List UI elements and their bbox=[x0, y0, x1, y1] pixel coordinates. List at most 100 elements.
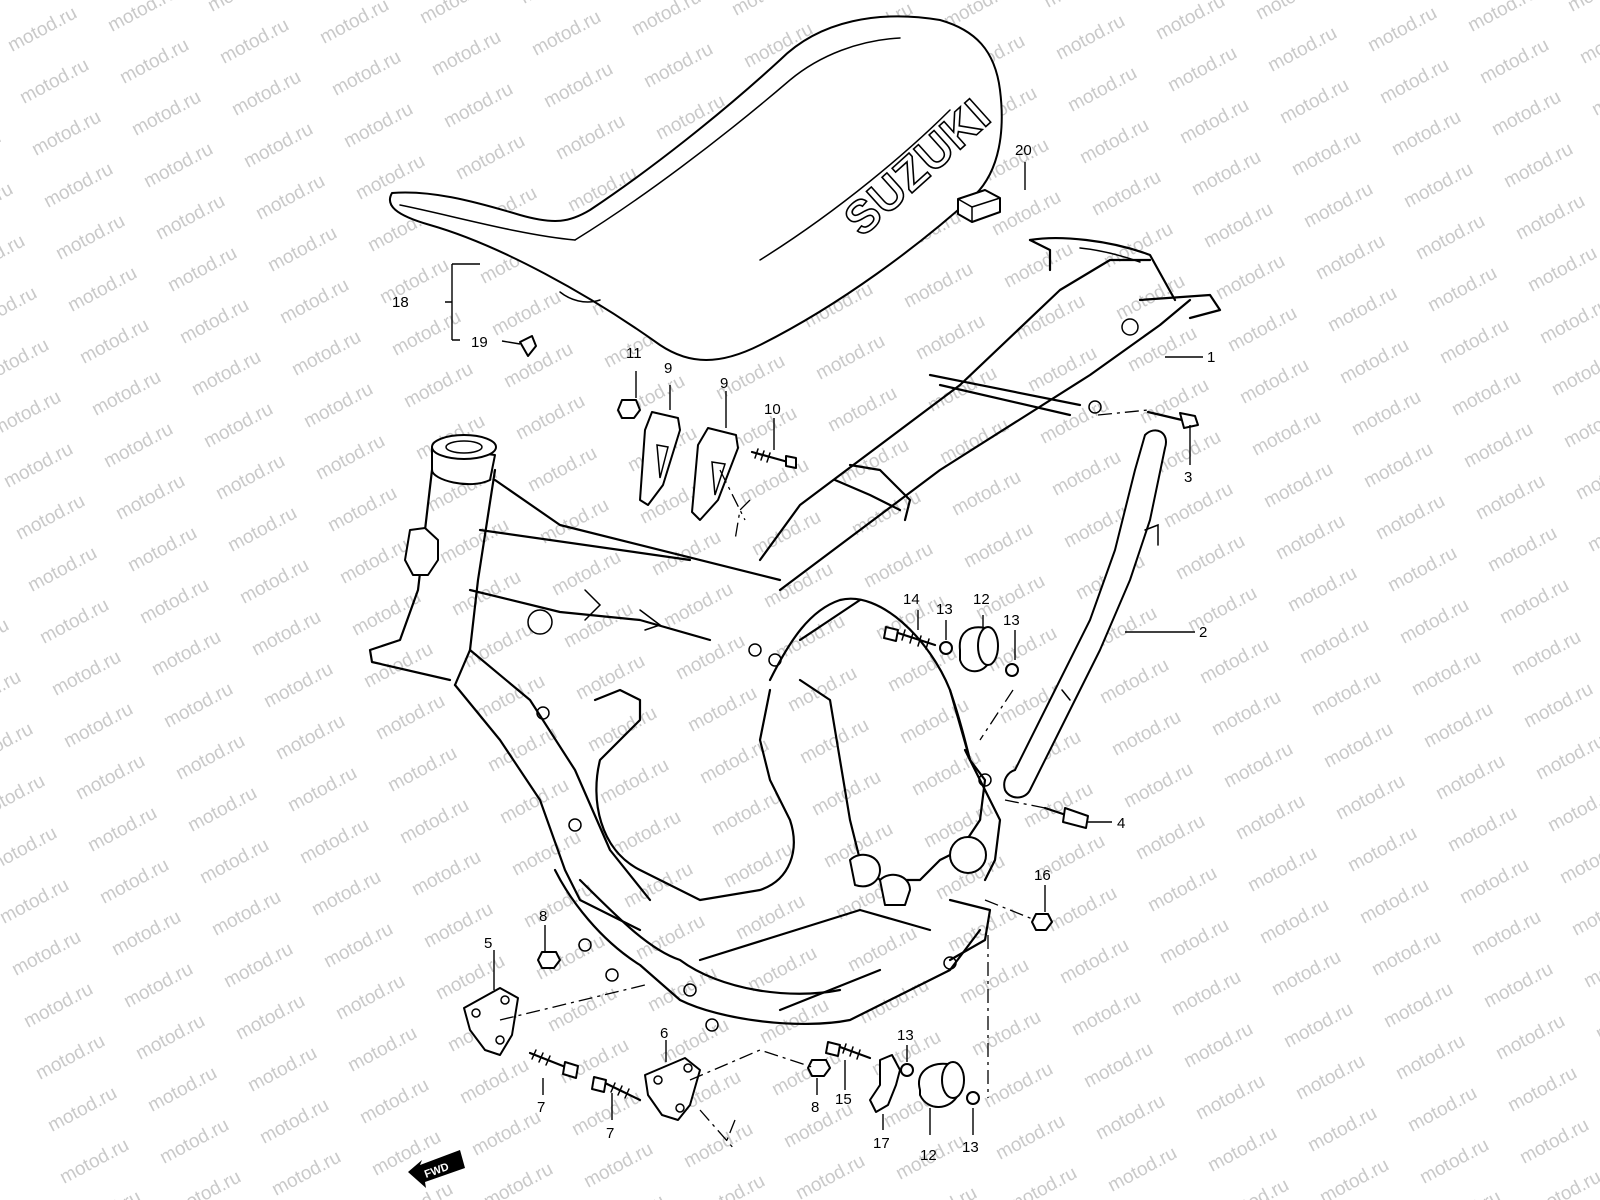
watermark-text: motod.ru bbox=[708, 787, 784, 841]
watermark-text: motod.ru bbox=[1132, 811, 1208, 865]
watermark-text: motod.ru bbox=[1576, 15, 1600, 69]
watermark-text: motod.ru bbox=[120, 959, 196, 1013]
watermark-text: motod.ru bbox=[1200, 199, 1276, 253]
watermark-text: motod.ru bbox=[1120, 759, 1196, 813]
watermark-text: motod.ru bbox=[1560, 399, 1600, 453]
watermark-text: motod.ru bbox=[408, 847, 484, 901]
watermark-text: motod.ru bbox=[1492, 1011, 1568, 1065]
watermark-text: motod.ru bbox=[1224, 303, 1300, 357]
watermark-text: motod.ru bbox=[956, 955, 1032, 1009]
watermark-text: motod.ru bbox=[812, 331, 888, 385]
watermark-text: motod.ru bbox=[1432, 751, 1508, 805]
watermark-text: motod.ru bbox=[1152, 0, 1228, 44]
watermark-text: motod.ru bbox=[212, 451, 288, 505]
watermark-text: motod.ru bbox=[0, 615, 13, 669]
leader-lines bbox=[445, 162, 1203, 1135]
watermark-text: motod.ru bbox=[28, 107, 104, 161]
bolt-7-left bbox=[528, 1049, 579, 1079]
watermark-text: motod.ru bbox=[1512, 191, 1588, 245]
watermark-text: motod.ru bbox=[672, 631, 748, 685]
engine-mount-plate-6 bbox=[644, 1057, 701, 1121]
rubber-damper-12-lower bbox=[918, 1061, 965, 1108]
watermark-text: motod.ru bbox=[1068, 987, 1144, 1041]
watermark-text: motod.ru bbox=[1244, 843, 1320, 897]
watermark-text: motod.ru bbox=[988, 187, 1064, 241]
watermark-text: motod.ru bbox=[208, 887, 284, 941]
watermark-text: motod.ru bbox=[260, 659, 336, 713]
callout-19: 19 bbox=[471, 334, 488, 351]
watermark-text: motod.ru bbox=[308, 867, 384, 921]
watermark-text: motod.ru bbox=[32, 1031, 108, 1085]
watermark-text: motod.ru bbox=[204, 0, 280, 16]
watermark-text: motod.ru bbox=[736, 455, 812, 509]
watermark-text: motod.ru bbox=[1308, 667, 1384, 721]
watermark-text: motod.ru bbox=[1592, 991, 1600, 1045]
callout-13-lower-b: 13 bbox=[962, 1139, 979, 1156]
watermark-text: motod.ru bbox=[748, 507, 824, 561]
watermark-text: motod.ru bbox=[360, 639, 436, 693]
watermark-text: motod.ru bbox=[1488, 87, 1564, 141]
watermark-text: motod.ru bbox=[4, 3, 80, 57]
watermark-text: motod.ru bbox=[1268, 947, 1344, 1001]
watermark-text: motod.ru bbox=[640, 39, 716, 93]
watermark-text: motod.ru bbox=[1232, 791, 1308, 845]
watermark-text: motod.ru bbox=[1208, 687, 1284, 741]
watermark-text: motod.ru bbox=[172, 731, 248, 785]
watermark-text: motod.ru bbox=[1220, 739, 1296, 793]
callout-13-upper-a: 13 bbox=[936, 601, 953, 618]
watermark-text: motod.ru bbox=[176, 295, 252, 349]
watermark-text: motod.ru bbox=[1092, 1091, 1168, 1145]
watermark-text: motod.ru bbox=[680, 1119, 756, 1173]
watermark-text: motod.ru bbox=[1324, 283, 1400, 337]
watermark-text: motod.ru bbox=[68, 1187, 144, 1200]
watermark-text: motod.ru bbox=[452, 131, 528, 185]
watermark-text: motod.ru bbox=[356, 1075, 432, 1129]
callout-9-left: 9 bbox=[664, 360, 672, 377]
watermark-text: motod.ru bbox=[968, 1007, 1044, 1061]
bolt-14 bbox=[883, 626, 937, 650]
bracket-17 bbox=[869, 1054, 901, 1113]
watermark-text: motod.ru bbox=[1420, 699, 1496, 753]
watermark-text: motod.ru bbox=[836, 435, 912, 489]
watermark-text: motod.ru bbox=[196, 835, 272, 889]
watermark-text: motod.ru bbox=[40, 159, 116, 213]
watermark-text: motod.ru bbox=[792, 1151, 868, 1200]
watermark-text: motod.ru bbox=[596, 755, 672, 809]
watermark-text: motod.ru bbox=[856, 975, 932, 1029]
watermark-text: motod.ru bbox=[384, 743, 460, 797]
watermark-text: motod.ru bbox=[1532, 731, 1600, 785]
watermark-text: motod.ru bbox=[296, 815, 372, 869]
watermark-text: motod.ru bbox=[1460, 419, 1536, 473]
watermark-text: motod.ru bbox=[1472, 471, 1548, 525]
callout-9-right: 9 bbox=[720, 375, 728, 392]
watermark-text: motod.ru bbox=[272, 711, 348, 765]
watermark-text: motod.ru bbox=[288, 327, 364, 381]
nut-11 bbox=[617, 399, 641, 419]
watermark-text: motod.ru bbox=[36, 595, 112, 649]
watermark-text: motod.ru bbox=[132, 1011, 208, 1065]
alignment-lines bbox=[499, 409, 1149, 1151]
watermark-text: motod.ru bbox=[860, 539, 936, 593]
watermark-text: motod.ru bbox=[184, 783, 260, 837]
callout-1: 1 bbox=[1207, 349, 1215, 366]
watermark-text: motod.ru bbox=[692, 1171, 768, 1200]
watermark-text: motod.ru bbox=[1192, 1071, 1268, 1125]
watermark-text: motod.ru bbox=[1320, 719, 1396, 773]
watermark-text: motod.ru bbox=[372, 691, 448, 745]
watermark-text: motod.ru bbox=[628, 0, 704, 40]
watermark-text: motod.ru bbox=[900, 259, 976, 313]
watermark-text: motod.ru bbox=[12, 491, 88, 545]
watermark-text: motod.ru bbox=[552, 111, 628, 165]
watermark-text: motod.ru bbox=[108, 907, 184, 961]
watermark-text: motod.ru bbox=[1388, 107, 1464, 161]
watermark-text: motod.ru bbox=[124, 523, 200, 577]
watermark-text: motod.ru bbox=[1548, 347, 1600, 401]
watermark-text: motod.ru bbox=[396, 795, 472, 849]
watermark-text: motod.ru bbox=[1436, 315, 1512, 369]
watermark-text: motod.ru bbox=[116, 35, 192, 89]
watermark-text: motod.ru bbox=[1484, 523, 1560, 577]
watermark-text: motod.ru bbox=[572, 651, 648, 705]
watermark-text: motod.ru bbox=[320, 919, 396, 973]
watermark-text: motod.ru bbox=[580, 1139, 656, 1193]
